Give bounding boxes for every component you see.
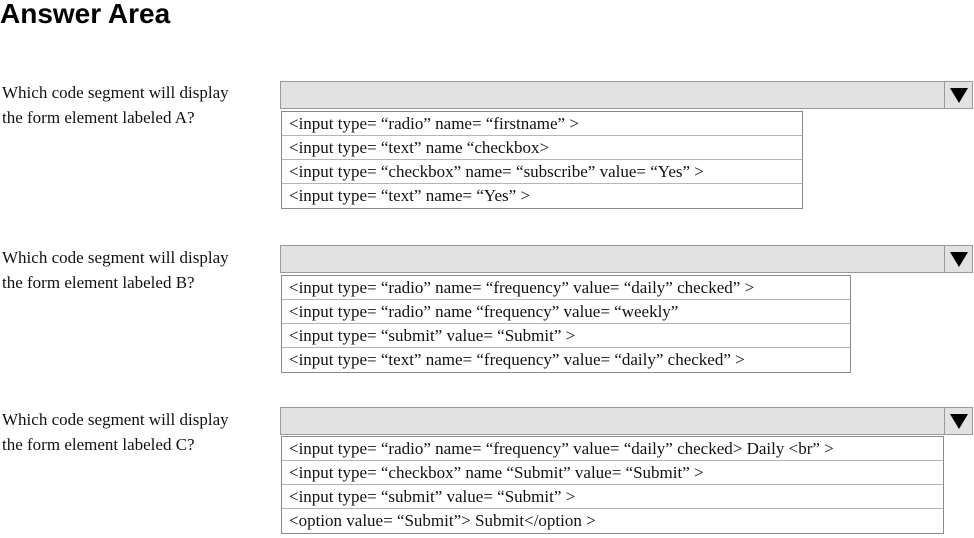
question-b: Which code segment will display the form…: [2, 245, 274, 295]
question-a-line2: the form element labeled A?: [2, 108, 195, 127]
option-c-1[interactable]: <input type= “radio” name= “frequency” v…: [282, 437, 943, 461]
dropdown-b[interactable]: [280, 245, 973, 273]
triangle-down-icon: [950, 414, 968, 429]
option-b-3[interactable]: <input type= “submit” value= “Submit” >: [282, 324, 850, 348]
option-c-4[interactable]: <option value= “Submit”> Submit</option …: [289, 511, 596, 530]
question-c: Which code segment will display the form…: [2, 407, 274, 457]
dropdown-b-toggle[interactable]: [944, 245, 972, 273]
option-a-2[interactable]: <input type= “text” name “checkbox>: [282, 136, 802, 160]
page-title: Answer Area: [0, 0, 171, 29]
option-a-4[interactable]: <input type= “text” name= “Yes” >: [289, 186, 531, 205]
option-b-1[interactable]: <input type= “radio” name= “frequency” v…: [282, 276, 850, 300]
question-a: Which code segment will display the form…: [2, 80, 274, 130]
triangle-down-icon: [950, 252, 968, 267]
triangle-down-icon: [950, 88, 968, 103]
option-b-4[interactable]: <input type= “text” name= “frequency” va…: [289, 350, 745, 369]
question-a-line1: Which code segment will display: [2, 83, 229, 102]
option-a-1[interactable]: <input type= “radio” name= “firstname” >: [282, 112, 802, 136]
option-c-2[interactable]: <input type= “checkbox” name “Submit” va…: [282, 461, 943, 485]
option-a-3[interactable]: <input type= “checkbox” name= “subscribe…: [282, 160, 802, 184]
options-list-b: <input type= “radio” name= “frequency” v…: [281, 275, 851, 373]
dropdown-c-toggle[interactable]: [944, 407, 972, 435]
options-list-c: <input type= “radio” name= “frequency” v…: [281, 436, 944, 534]
dropdown-a[interactable]: [280, 81, 973, 109]
question-c-line1: Which code segment will display: [2, 410, 229, 429]
options-list-a: <input type= “radio” name= “firstname” >…: [281, 111, 803, 209]
dropdown-a-toggle[interactable]: [944, 81, 972, 109]
question-b-line2: the form element labeled B?: [2, 273, 195, 292]
dropdown-c[interactable]: [280, 407, 973, 435]
option-c-3[interactable]: <input type= “submit” value= “Submit” >: [282, 485, 943, 509]
option-b-2[interactable]: <input type= “radio” name “frequency” va…: [282, 300, 850, 324]
question-b-line1: Which code segment will display: [2, 248, 229, 267]
question-c-line2: the form element labeled C?: [2, 435, 195, 454]
